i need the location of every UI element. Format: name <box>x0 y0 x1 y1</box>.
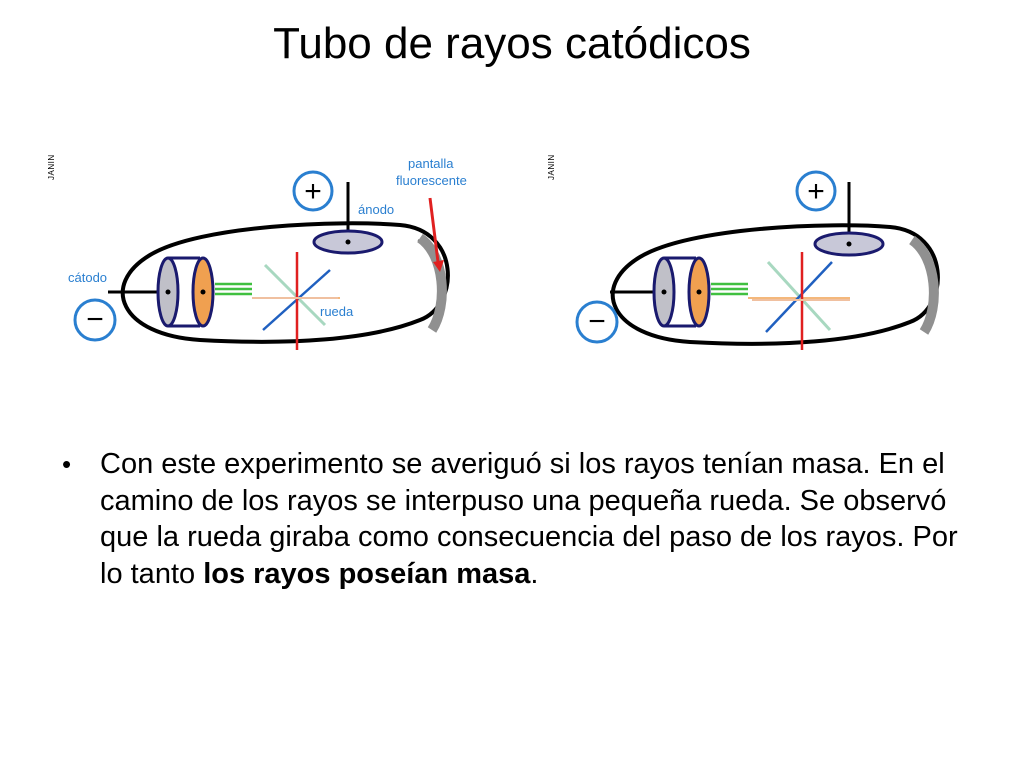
positive-terminal <box>292 170 334 212</box>
wheel-spoke-blue-right <box>765 261 833 333</box>
anode-dot-right <box>846 241 852 247</box>
watermark-janin-right: JANIN <box>547 154 556 180</box>
cathode-dot-a-right <box>661 289 667 295</box>
screen-arrow-head <box>433 260 444 272</box>
crt-diagram-labeled-svg: JANIN + − <box>47 154 467 350</box>
cathode-dot-b-right <box>696 289 702 295</box>
label-wheel: rueda <box>320 304 354 319</box>
plus-sign-right: + <box>807 175 825 208</box>
plus-sign: + <box>304 175 322 208</box>
bullet-content: Con este experimento se averiguó si los … <box>100 446 962 592</box>
crt-diagram-labeled: JANIN + − <box>40 130 467 370</box>
cathode-dot-a <box>165 289 171 295</box>
crt-diagram-unlabeled: JANIN + − <box>540 130 960 370</box>
negative-terminal <box>73 298 117 342</box>
positive-terminal-right <box>795 170 837 212</box>
bullet-mark: • <box>62 449 72 479</box>
label-cathode: cátodo <box>68 270 107 285</box>
wheel-spoke-green <box>263 263 327 327</box>
bullet-text-plain: Con este experimento se averiguó si los … <box>100 448 958 590</box>
bullet-item: • Con este experimento se averiguó si lo… <box>62 446 962 592</box>
minus-sign-right: − <box>588 305 606 338</box>
label-screen-line1: pantalla <box>408 156 454 171</box>
screen-arrow-shaft <box>428 197 440 263</box>
anode-dot <box>345 239 351 245</box>
minus-sign: − <box>86 303 104 336</box>
body-text: • Con este experimento se averiguó si lo… <box>62 446 962 592</box>
cathode-dot-b <box>200 289 206 295</box>
slide-title: Tubo de rayos catódicos <box>273 19 751 68</box>
bullet-text-bold: los rayos poseían masa <box>203 557 531 590</box>
label-screen-line2: fluorescente <box>396 173 467 188</box>
screen-band <box>416 233 447 333</box>
negative-terminal-right <box>575 300 619 344</box>
watermark-janin: JANIN <box>47 154 56 180</box>
bullet-text-end: . <box>530 557 539 590</box>
screen-band-right <box>908 235 939 335</box>
crt-diagram-unlabeled-svg: JANIN + − <box>547 154 940 350</box>
label-anode: ánodo <box>358 202 394 217</box>
